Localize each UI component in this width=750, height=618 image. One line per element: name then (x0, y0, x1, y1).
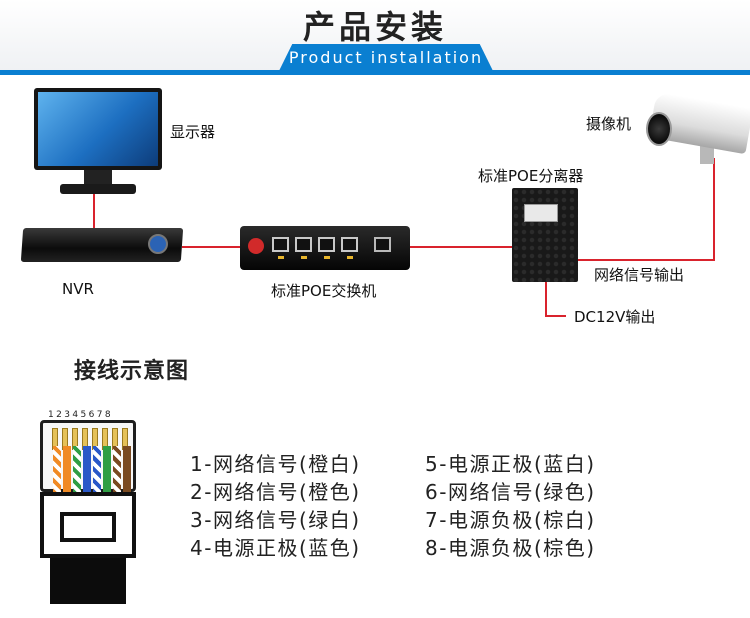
wire-blue (83, 446, 91, 494)
port-led (301, 256, 307, 259)
pin-definition: 8-电源负极(棕色) (425, 535, 596, 560)
switch-logo-icon (248, 238, 264, 254)
poe-splitter-icon (512, 188, 578, 282)
pin-definition: 6-网络信号(绿色) (425, 479, 596, 504)
pin-definition-list: 1-网络信号(橙白) 5-电源正极(蓝白) 2-网络信号(橙色) 6-网络信号(… (190, 448, 660, 560)
pin-number-row: 12345678 (48, 410, 114, 420)
uplink-port-icon (374, 237, 391, 252)
rj45-clip (60, 512, 116, 542)
page-subtitle: Product installation (288, 48, 484, 67)
pin-row: 2-网络信号(橙色) 6-网络信号(绿色) (190, 476, 660, 504)
switch-label: 标准POE交换机 (271, 282, 377, 300)
nvr-label: NVR (62, 280, 94, 298)
wire-green-white (73, 446, 81, 494)
port-led (278, 256, 284, 259)
camera-label: 摄像机 (586, 115, 632, 133)
wire-splitter-camera (578, 158, 715, 261)
pin-row: 1-网络信号(橙白) 5-电源正极(蓝白) (190, 448, 660, 476)
wire-brown-white (113, 446, 121, 494)
port-led (347, 256, 353, 259)
nvr-knob-icon (148, 234, 168, 254)
monitor-stand (84, 170, 112, 184)
pin-definition: 1-网络信号(橙白) (190, 451, 361, 476)
wire-blue-white (93, 446, 101, 494)
pin-row: 4-电源正极(蓝色) 8-电源负极(棕色) (190, 532, 660, 560)
wire-green (103, 446, 111, 494)
pin-row: 3-网络信号(绿白) 7-电源负极(棕白) (190, 504, 660, 532)
monitor-base (60, 184, 136, 194)
pin-definition: 7-电源负极(棕白) (425, 507, 596, 532)
dc-output-label: DC12V输出 (574, 308, 656, 326)
splitter-sticker (524, 204, 558, 222)
pin-definition: 3-网络信号(绿白) (190, 507, 361, 532)
switch-port-icon (341, 237, 358, 252)
wire-splitter-dc (545, 282, 566, 317)
pin-definition: 5-电源正极(蓝白) (425, 451, 596, 476)
switch-port-icon (318, 237, 335, 252)
camera-lens-icon (646, 112, 672, 146)
monitor-label: 显示器 (170, 123, 216, 141)
rj45-cable (50, 558, 126, 604)
pin-definition: 4-电源正极(蓝色) (190, 535, 361, 560)
wire-orange-white (53, 446, 61, 494)
wire-brown (123, 446, 131, 494)
monitor-screen (38, 92, 158, 166)
port-led (324, 256, 330, 259)
header-tab (277, 44, 495, 75)
camera-mount (700, 144, 714, 164)
wiring-title: 接线示意图 (74, 359, 190, 384)
switch-port-icon (295, 237, 312, 252)
wire-orange (63, 446, 71, 494)
splitter-label: 标准POE分离器 (478, 167, 584, 185)
network-output-label: 网络信号输出 (594, 266, 685, 284)
page-title: 产品安装 (302, 8, 447, 46)
switch-port-icon (272, 237, 289, 252)
monitor-icon (34, 88, 162, 170)
pin-definition: 2-网络信号(橙色) (190, 479, 361, 504)
